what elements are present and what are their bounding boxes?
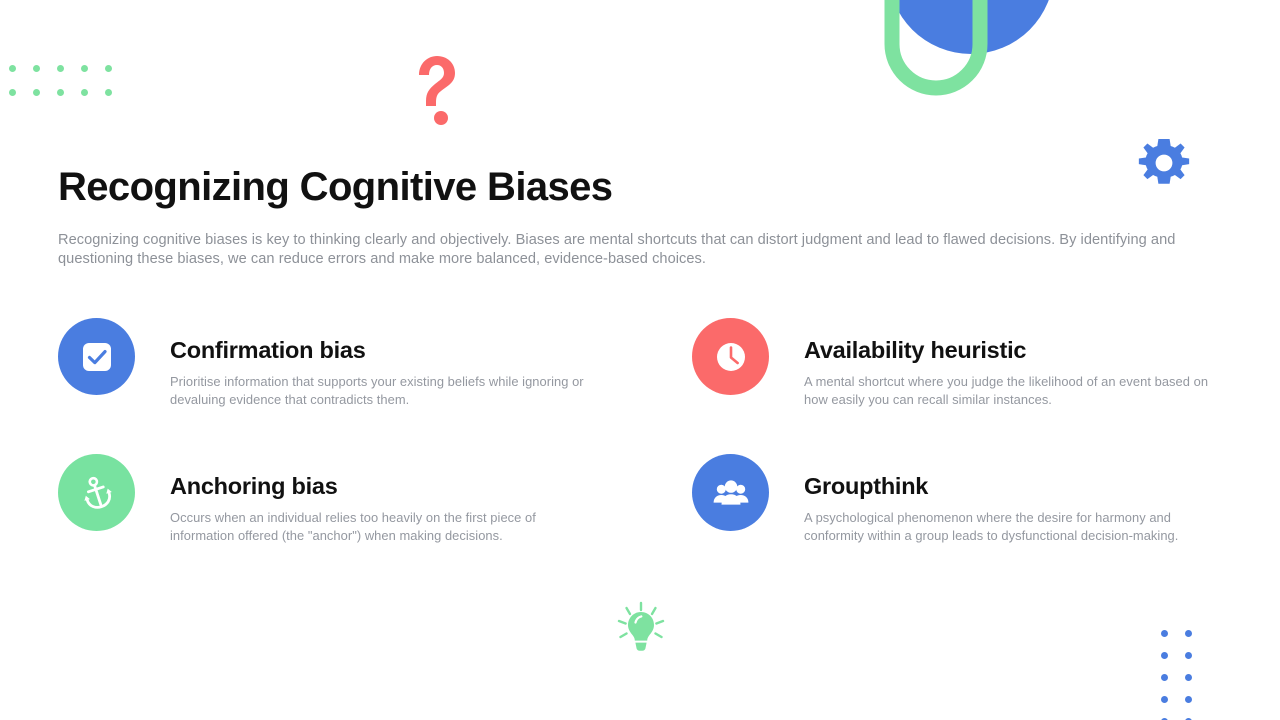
dot [104,64,112,72]
dot [1160,629,1168,637]
dot [8,88,16,96]
card-body: Groupthink A psychological phenomenon wh… [804,454,1228,544]
page-title: Recognizing Cognitive Biases [58,165,613,209]
anchor-icon [58,454,135,531]
card-body: Availability heuristic A mental shortcut… [804,318,1228,408]
card-description: A psychological phenomenon where the des… [804,509,1179,543]
card-description: Prioritise information that supports you… [170,373,584,407]
bias-card-confirmation-bias: Confirmation bias Prioritise information… [58,318,692,454]
bias-cards-grid: Confirmation bias Prioritise information… [58,318,1228,544]
dot [56,88,64,96]
people-group-icon [692,454,769,531]
dot [1184,651,1192,659]
question-mark-icon [405,52,465,127]
dot [1160,651,1168,659]
card-title: Availability heuristic [804,337,1027,363]
page-subtitle: Recognizing cognitive biases is key to t… [58,231,1176,268]
dot [1160,695,1168,703]
dot [1160,673,1168,681]
card-description: Occurs when an individual relies too hea… [170,509,536,543]
heading-block: Recognizing Cognitive Biases Recognizing… [58,165,1222,270]
blue-dot-grid [1152,622,1200,720]
card-description: A mental shortcut where you judge the li… [804,373,1209,407]
card-title: Anchoring bias [170,473,338,499]
dot [32,88,40,96]
checkbox-check-icon [58,318,135,395]
bias-card-anchoring-bias: Anchoring bias Occurs when an individual… [58,454,692,544]
dot [8,64,16,72]
card-body: Anchoring bias Occurs when an individual… [170,454,590,544]
card-title: Groupthink [804,473,929,499]
bias-card-groupthink: Groupthink A psychological phenomenon wh… [692,454,1228,544]
dot [80,64,88,72]
dot [32,64,40,72]
dot [1184,695,1192,703]
lightbulb-icon [612,600,670,658]
dot [80,88,88,96]
card-body: Confirmation bias Prioritise information… [170,318,590,408]
blue-circle-shape [888,0,1054,54]
bias-card-availability-heuristic: Availability heuristic A mental shortcut… [692,318,1228,454]
green-dot-grid [0,56,120,104]
dot [1184,629,1192,637]
dot [56,64,64,72]
green-u-shape [876,0,996,106]
dot [1184,673,1192,681]
dot [104,88,112,96]
clock-icon [692,318,769,395]
card-title: Confirmation bias [170,337,366,363]
